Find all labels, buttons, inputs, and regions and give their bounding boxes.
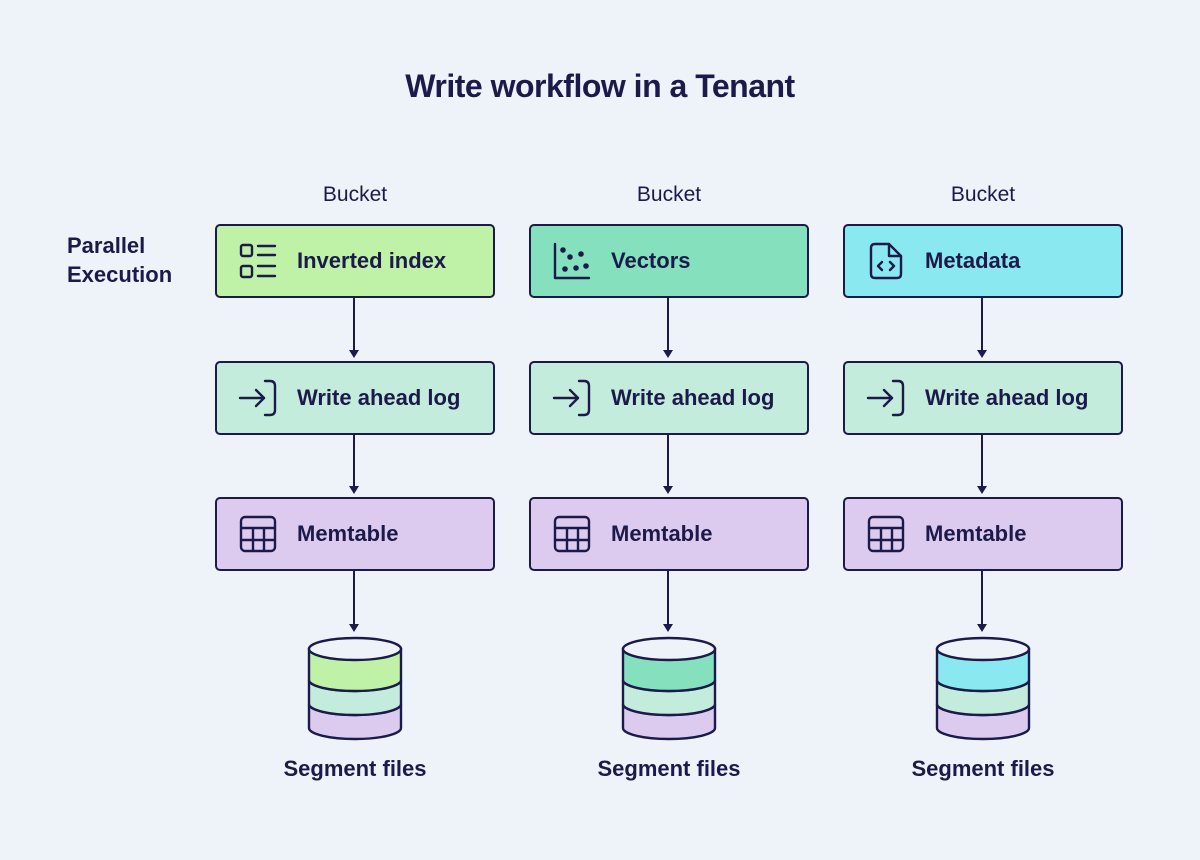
arrow-down [977, 571, 987, 632]
log-in-icon [552, 378, 592, 418]
wal-box-label: Write ahead log [611, 385, 775, 410]
table-icon [552, 514, 592, 554]
segment-files-database-icon [307, 636, 403, 741]
code-file-icon [866, 241, 906, 281]
inverted-index-box: Inverted index [215, 224, 495, 298]
write-ahead-log-box: Write ahead log [843, 361, 1123, 435]
metadata-box: Metadata [843, 224, 1123, 298]
list-icon [238, 241, 278, 281]
log-in-icon [866, 378, 906, 418]
vectors-box: Vectors [529, 224, 809, 298]
arrow-down [977, 435, 987, 494]
top-box-label: Vectors [611, 248, 691, 273]
memtable-box-label: Memtable [611, 521, 713, 546]
memtable-box-label: Memtable [925, 521, 1027, 546]
bucket-column-metadata: Bucket Metadata Write ahead log [843, 0, 1123, 860]
table-icon [866, 514, 906, 554]
wal-box-label: Write ahead log [297, 385, 461, 410]
arrow-down [663, 298, 673, 358]
table-icon [238, 514, 278, 554]
diagram-title: Write workflow in a Tenant [405, 68, 795, 104]
bucket-column-inverted-index: Bucket Inverted index Write ahead log [215, 0, 495, 860]
arrow-down [663, 435, 673, 494]
arrow-down [349, 435, 359, 494]
memtable-box-label: Memtable [297, 521, 399, 546]
bucket-label: Bucket [636, 183, 702, 206]
wal-box-label: Write ahead log [925, 385, 1089, 410]
arrow-down [349, 571, 359, 632]
top-box-label: Inverted index [297, 248, 447, 273]
segment-files-database-icon [935, 636, 1031, 741]
bucket-label: Bucket [950, 183, 1016, 206]
top-box-label: Metadata [925, 248, 1021, 273]
segment-files-label: Segment files [597, 756, 741, 781]
arrow-down [977, 298, 987, 358]
segment-files-label: Segment files [283, 756, 427, 781]
log-in-icon [238, 378, 278, 418]
write-ahead-log-box: Write ahead log [529, 361, 809, 435]
parallel-execution-label: Parallel Execution [67, 233, 173, 287]
memtable-box: Memtable [529, 497, 809, 571]
arrow-down [663, 571, 673, 632]
arrow-down [349, 298, 359, 358]
segment-files-label: Segment files [911, 756, 1055, 781]
memtable-box: Memtable [843, 497, 1123, 571]
segment-files-database-icon [621, 636, 717, 741]
memtable-box: Memtable [215, 497, 495, 571]
bucket-column-vectors: Bucket Vectors Write ahead log [529, 0, 809, 860]
bucket-label: Bucket [322, 183, 388, 206]
write-ahead-log-box: Write ahead log [215, 361, 495, 435]
scatter-chart-icon [552, 241, 592, 281]
